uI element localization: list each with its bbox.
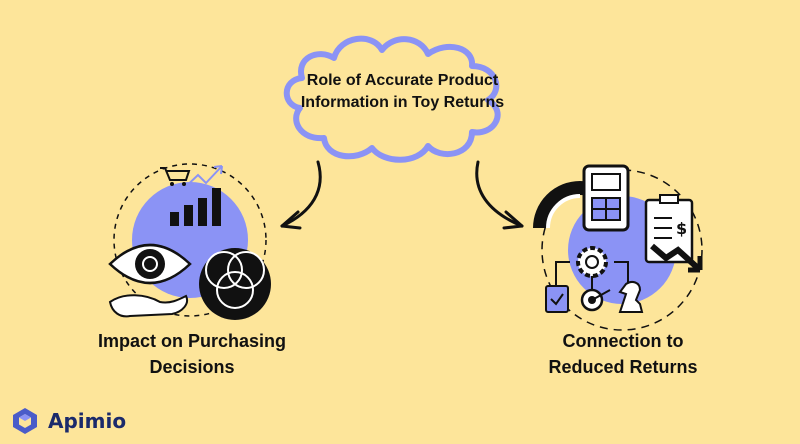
purchasing-decisions-illustration <box>108 163 271 320</box>
hand-icon <box>108 294 188 318</box>
reduced-returns-illustration: $ <box>533 164 703 331</box>
right-arrowhead <box>502 210 524 230</box>
eye-icon <box>108 243 192 285</box>
chess-piece-icon <box>618 281 644 313</box>
brand-name: Apimio <box>48 409 127 433</box>
calculator-icon <box>582 164 630 232</box>
right-node-label: Connection to Reduced Returns <box>548 331 698 377</box>
venn-diagram-icon <box>199 248 271 320</box>
trend-arrow-icon <box>179 165 223 193</box>
left-node-label: Impact on Purchasing Decisions <box>97 331 287 377</box>
brand-logo: Apimio <box>10 406 126 436</box>
cube-logo-icon <box>13 408 37 434</box>
central-cloud-shape <box>283 35 501 163</box>
checklist-icon <box>545 285 569 313</box>
gear-icon <box>576 246 608 278</box>
central-topic-text: Role of Accurate Product Information in … <box>300 72 505 111</box>
cart-icon <box>160 167 191 186</box>
invoice-clipboard-icon: $ <box>644 194 694 264</box>
bar-chart-icon <box>170 188 221 226</box>
svg-text:$: $ <box>676 219 687 238</box>
left-arrowhead <box>280 210 302 230</box>
right-arrow <box>475 160 524 228</box>
left-arrow <box>280 160 322 228</box>
target-icon <box>580 288 611 312</box>
downtrend-arrow-icon <box>650 243 703 273</box>
